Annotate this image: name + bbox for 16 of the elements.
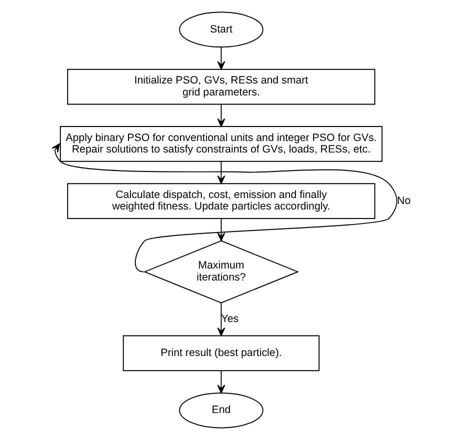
node-box: Initialize PSO, GVs, RESs and smart grid parameters. (67, 68, 376, 105)
arrow (217, 370, 226, 394)
edge-label: Yes (221, 313, 239, 326)
node-ellipse: End (179, 392, 264, 428)
arrow (217, 160, 226, 184)
arrow (217, 218, 226, 242)
edge-label: No (397, 194, 411, 207)
node-box: Print result (best particle). (122, 335, 320, 372)
arrow (52, 143, 398, 272)
node-ellipse: Start (179, 12, 264, 48)
arrow (217, 302, 226, 336)
node-diamond: Maximum iterations? (143, 240, 300, 304)
arrow (217, 104, 226, 127)
node-box: Calculate dispatch, cost, emission and finally weighted fitness. Update particles accordingly. (67, 183, 376, 220)
node-box: Apply binary PSO for conventional units and integer PSO for GVs. Repair solutions to satisfy constraints of GVs, loads, RESs, etc. (60, 126, 383, 162)
arrow (217, 46, 226, 70)
